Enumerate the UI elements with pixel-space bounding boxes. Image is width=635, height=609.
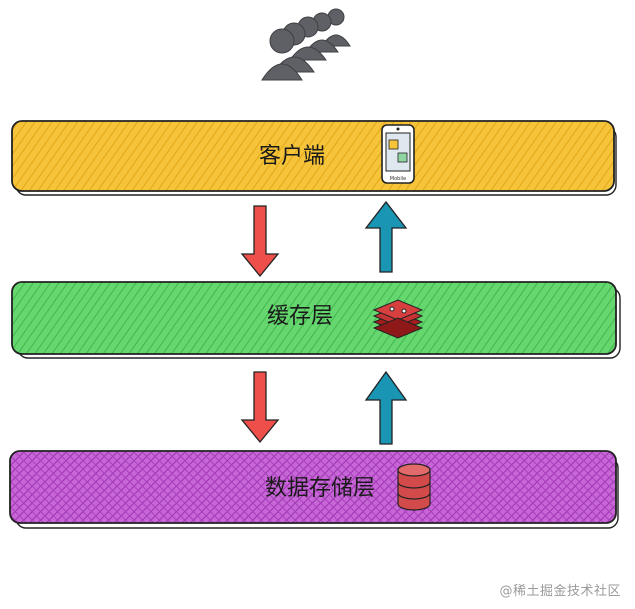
storage-layer: 数据存储层 xyxy=(9,450,619,529)
user-group-icon xyxy=(261,8,351,81)
cache-layer: 缓存层 xyxy=(11,281,621,359)
database-icon xyxy=(397,463,431,511)
request-arrow-2 xyxy=(240,371,280,444)
client-layer: 客户端 Mobile xyxy=(11,120,617,196)
storage-layer-label: 数据存储层 xyxy=(265,476,375,501)
mobile-icon-text: Mobile xyxy=(390,176,406,182)
cache-layer-label: 缓存层 xyxy=(267,304,333,329)
mobile-phone-icon: Mobile xyxy=(381,124,415,184)
redis-stack-icon xyxy=(372,299,424,339)
watermark: @稀土掘金技术社区 xyxy=(499,584,621,599)
client-layer-label: 客户端 xyxy=(259,144,325,169)
response-arrow-2 xyxy=(364,370,408,445)
request-arrow-1 xyxy=(240,205,280,278)
response-arrow-1 xyxy=(364,200,408,273)
